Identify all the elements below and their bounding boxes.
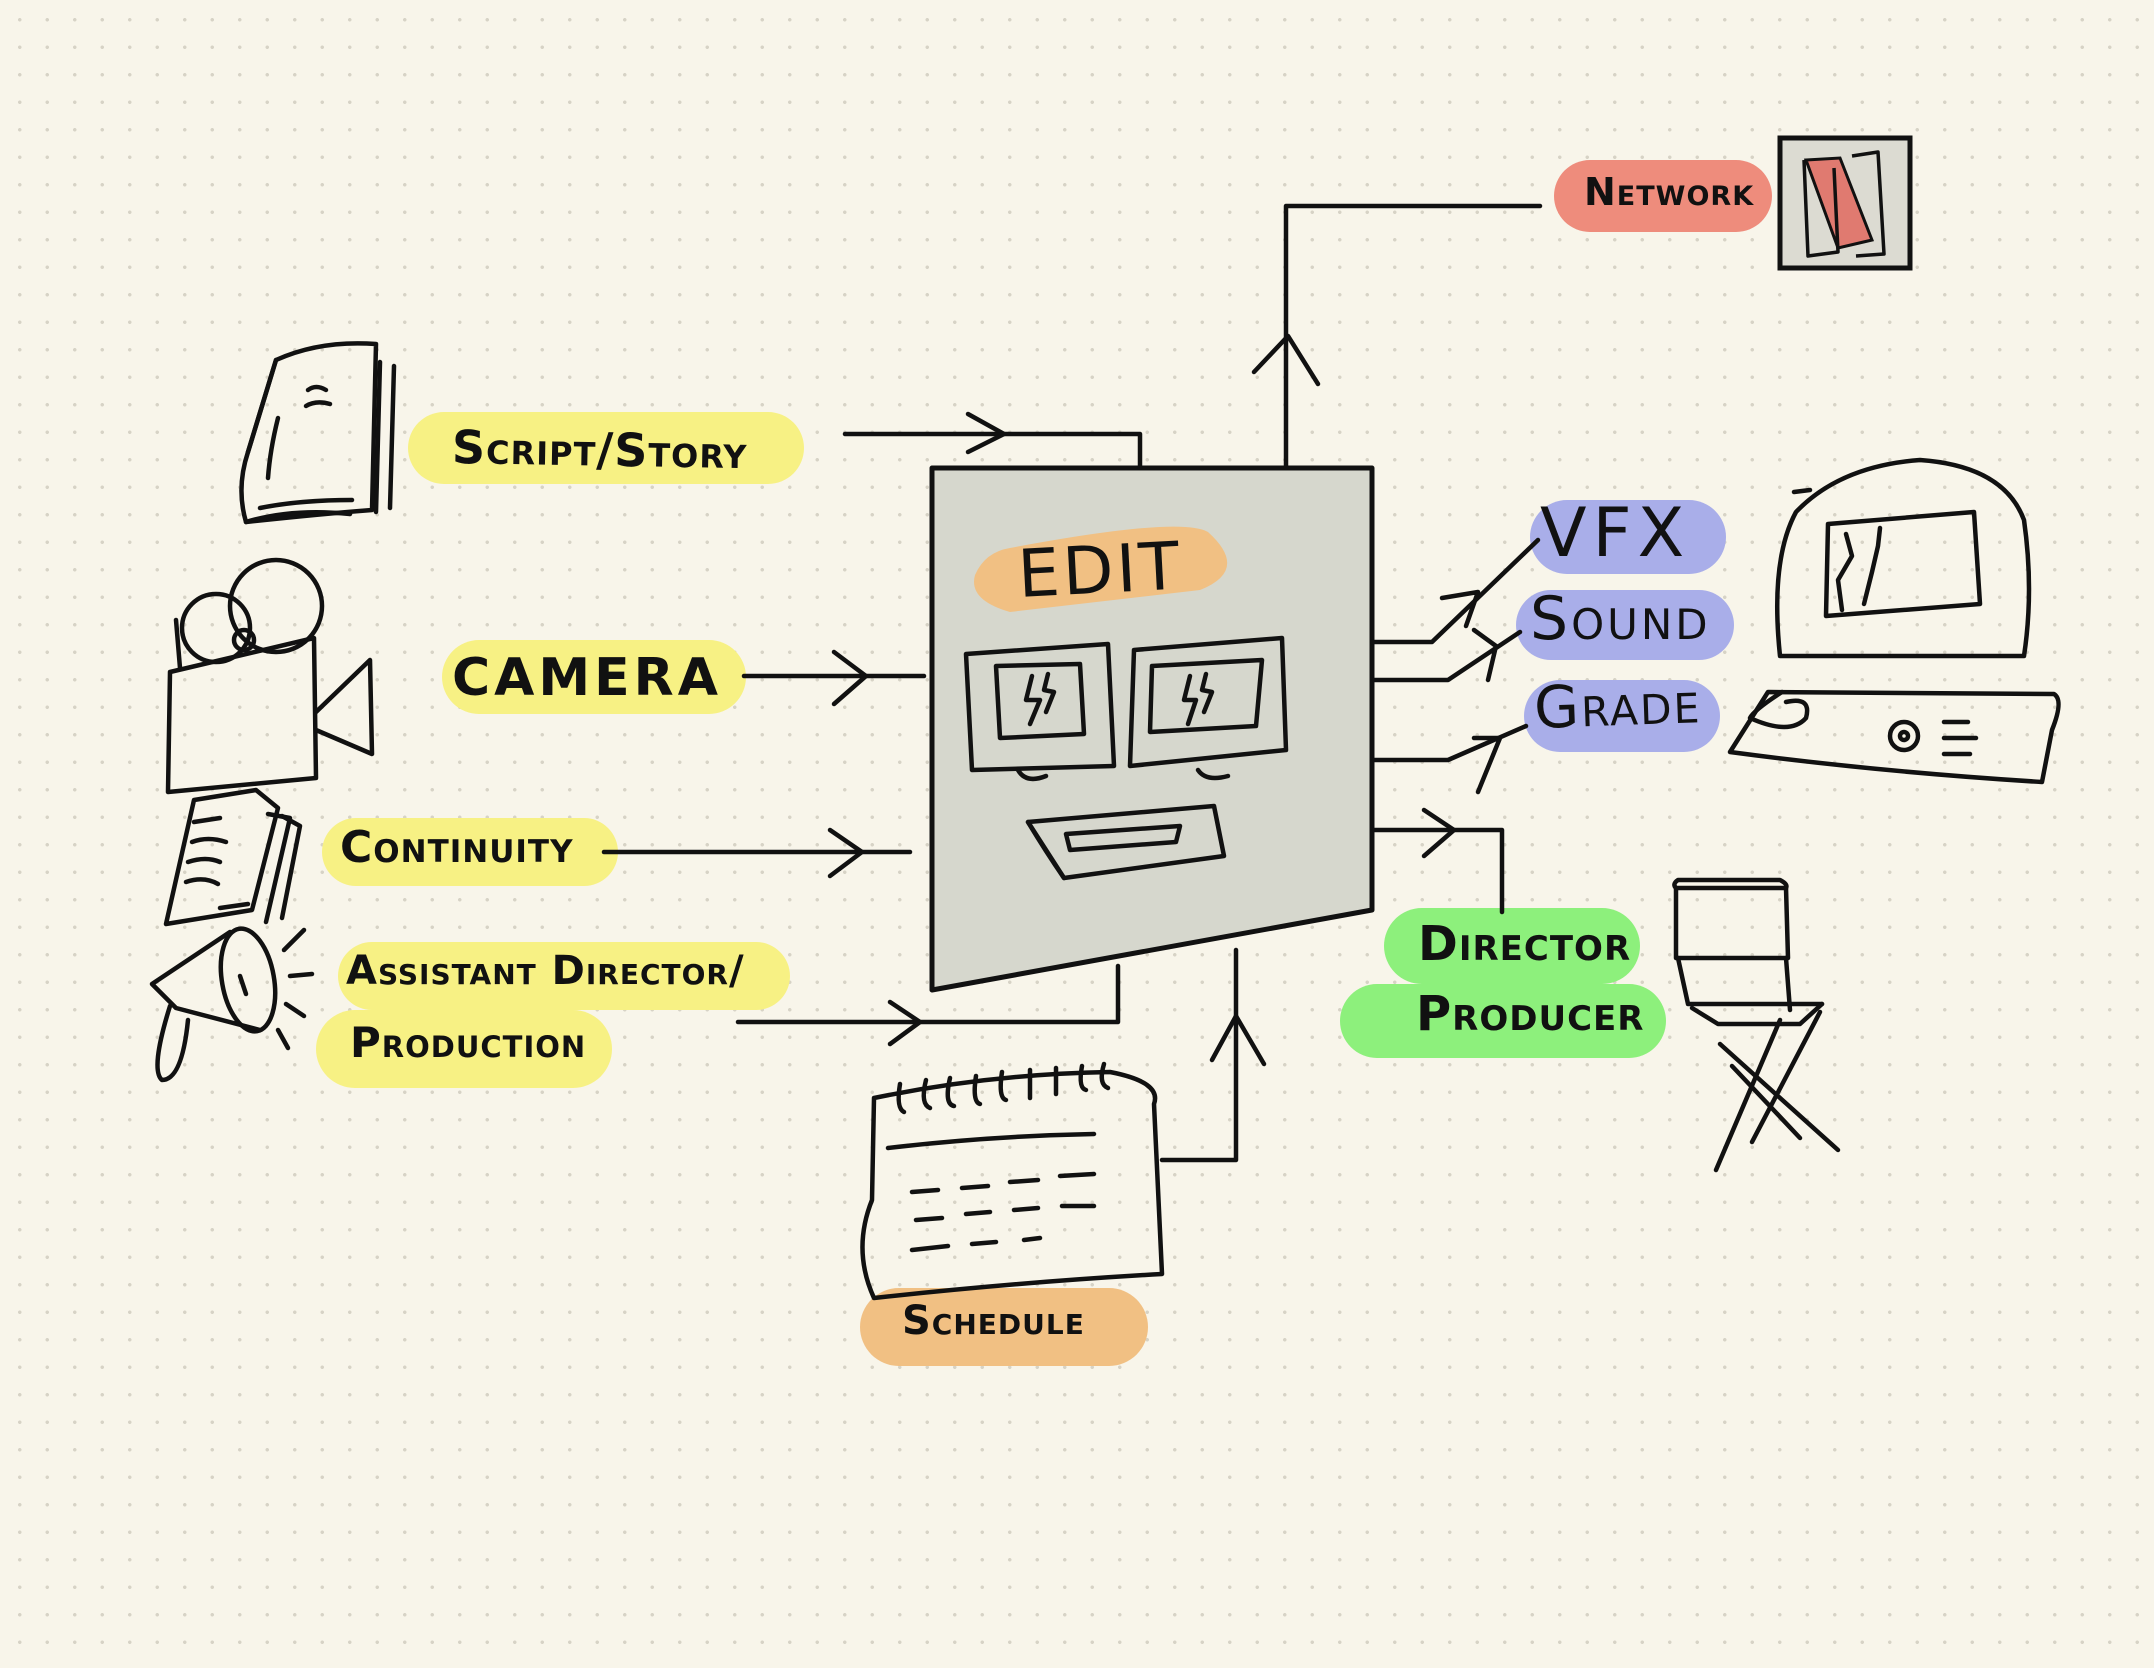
network-label: Network — [1584, 170, 1754, 214]
sound-connector — [1374, 630, 1520, 680]
ad-label-line2: Production — [350, 1018, 586, 1067]
director-connector — [1374, 810, 1502, 912]
ad-connector — [738, 966, 1118, 1044]
script-label: Script/Story — [452, 420, 748, 479]
computer-monitor-icon — [1730, 460, 2059, 782]
vfx-label: VFX — [1540, 494, 1690, 573]
network-connector — [1254, 206, 1540, 468]
calendar-icon — [862, 1064, 1162, 1298]
ad-label-line1: Assistant Director/ — [346, 948, 745, 994]
vfx-connector — [1372, 540, 1538, 642]
continuity-connector — [604, 830, 910, 876]
edit-label: EDIT — [1016, 527, 1184, 612]
film-camera-icon — [168, 560, 372, 792]
megaphone-icon — [152, 924, 312, 1080]
schedule-label: Schedule — [902, 1298, 1085, 1344]
director-label: Director — [1418, 916, 1631, 972]
grade-label: Grade — [1533, 668, 1703, 742]
continuity-label: Continuity — [340, 822, 574, 873]
grade-connector — [1374, 726, 1526, 792]
script-connector — [845, 414, 1140, 468]
directors-chair-icon — [1674, 880, 1838, 1170]
camera-connector — [744, 652, 924, 704]
camera-label: CAMERA — [452, 648, 722, 708]
network-logo-icon — [1780, 138, 1910, 268]
producer-label: Producer — [1416, 986, 1644, 1042]
sound-label: Sound — [1530, 584, 1711, 654]
notes-icon — [166, 790, 300, 924]
script-book-icon — [241, 343, 394, 522]
schedule-connector — [1162, 950, 1264, 1160]
